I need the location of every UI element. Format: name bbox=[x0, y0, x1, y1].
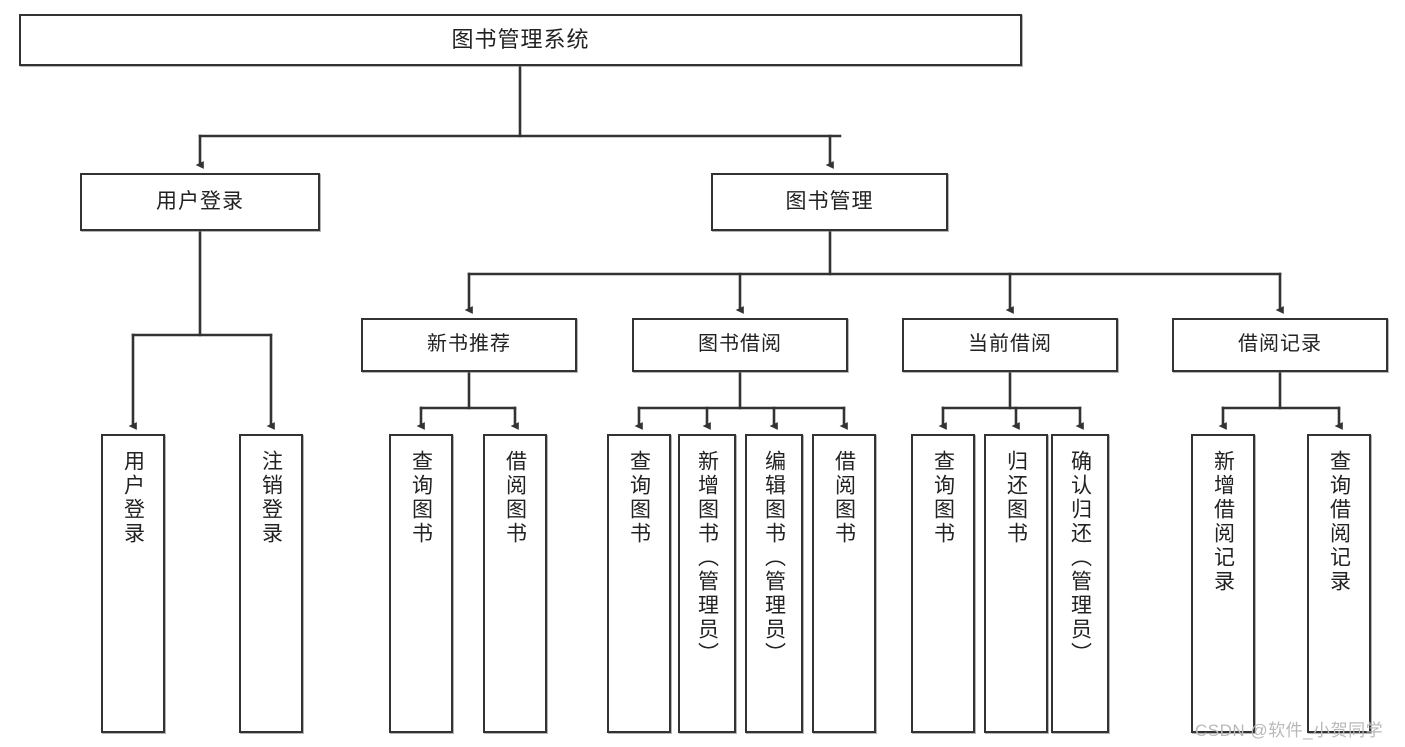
node-new-book-recommend[interactable]: 新书推荐 bbox=[361, 318, 577, 372]
node-leaf-borrow-book-rec[interactable]: 借阅图书 bbox=[483, 434, 547, 733]
node-borrow-record[interactable]: 借阅记录 bbox=[1172, 318, 1388, 372]
node-leaf-query-record-label: 查询借阅记录 bbox=[1327, 450, 1351, 594]
node-leaf-logout[interactable]: 注销登录 bbox=[239, 434, 303, 733]
node-leaf-query-book-rec[interactable]: 查询图书 bbox=[389, 434, 453, 733]
csdn-watermark: CSDN @软件_小贺同学 bbox=[1195, 721, 1384, 740]
node-user-login-label: 用户登录 bbox=[156, 189, 244, 213]
node-book-borrow[interactable]: 图书借阅 bbox=[632, 318, 848, 372]
node-leaf-return-book[interactable]: 归还图书 bbox=[984, 434, 1048, 733]
node-leaf-add-book[interactable]: 新增图书（管理员） bbox=[678, 434, 736, 733]
node-leaf-query-book-cur[interactable]: 查询图书 bbox=[911, 434, 975, 733]
node-leaf-query-record[interactable]: 查询借阅记录 bbox=[1307, 434, 1371, 733]
node-leaf-add-book-label: 新增图书（管理员） bbox=[695, 450, 719, 666]
node-root[interactable]: 图书管理系统 bbox=[19, 14, 1022, 66]
node-leaf-edit-book[interactable]: 编辑图书（管理员） bbox=[745, 434, 803, 733]
node-leaf-logout-label: 注销登录 bbox=[259, 450, 283, 546]
node-book-borrow-label: 图书借阅 bbox=[698, 333, 782, 356]
node-book-manage-label: 图书管理 bbox=[785, 189, 874, 213]
node-leaf-borrow-book-rec-label: 借阅图书 bbox=[503, 450, 527, 546]
node-leaf-query-book-rec-label: 查询图书 bbox=[409, 450, 433, 546]
node-book-manage[interactable]: 图书管理 bbox=[711, 173, 948, 231]
node-current-borrow-label: 当前借阅 bbox=[968, 333, 1052, 356]
node-leaf-borrow-book-bor[interactable]: 借阅图书 bbox=[812, 434, 876, 733]
node-leaf-user-login-label: 用户登录 bbox=[121, 450, 145, 546]
node-borrow-record-label: 借阅记录 bbox=[1238, 333, 1322, 356]
node-leaf-confirm-return[interactable]: 确认归还（管理员） bbox=[1051, 434, 1109, 733]
node-leaf-query-book-bor[interactable]: 查询图书 bbox=[607, 434, 671, 733]
node-new-book-recommend-label: 新书推荐 bbox=[427, 333, 511, 356]
node-leaf-query-book-cur-label: 查询图书 bbox=[931, 450, 955, 546]
node-user-login[interactable]: 用户登录 bbox=[80, 173, 320, 231]
node-root-label: 图书管理系统 bbox=[451, 27, 590, 53]
node-current-borrow[interactable]: 当前借阅 bbox=[902, 318, 1118, 372]
node-leaf-confirm-return-label: 确认归还（管理员） bbox=[1068, 450, 1092, 666]
node-leaf-edit-book-label: 编辑图书（管理员） bbox=[762, 450, 786, 666]
node-leaf-query-book-bor-label: 查询图书 bbox=[627, 450, 651, 546]
node-leaf-user-login[interactable]: 用户登录 bbox=[101, 434, 165, 733]
node-leaf-return-book-label: 归还图书 bbox=[1004, 450, 1028, 546]
node-leaf-borrow-book-bor-label: 借阅图书 bbox=[832, 450, 856, 546]
node-leaf-add-record[interactable]: 新增借阅记录 bbox=[1191, 434, 1255, 733]
node-leaf-add-record-label: 新增借阅记录 bbox=[1211, 450, 1235, 594]
